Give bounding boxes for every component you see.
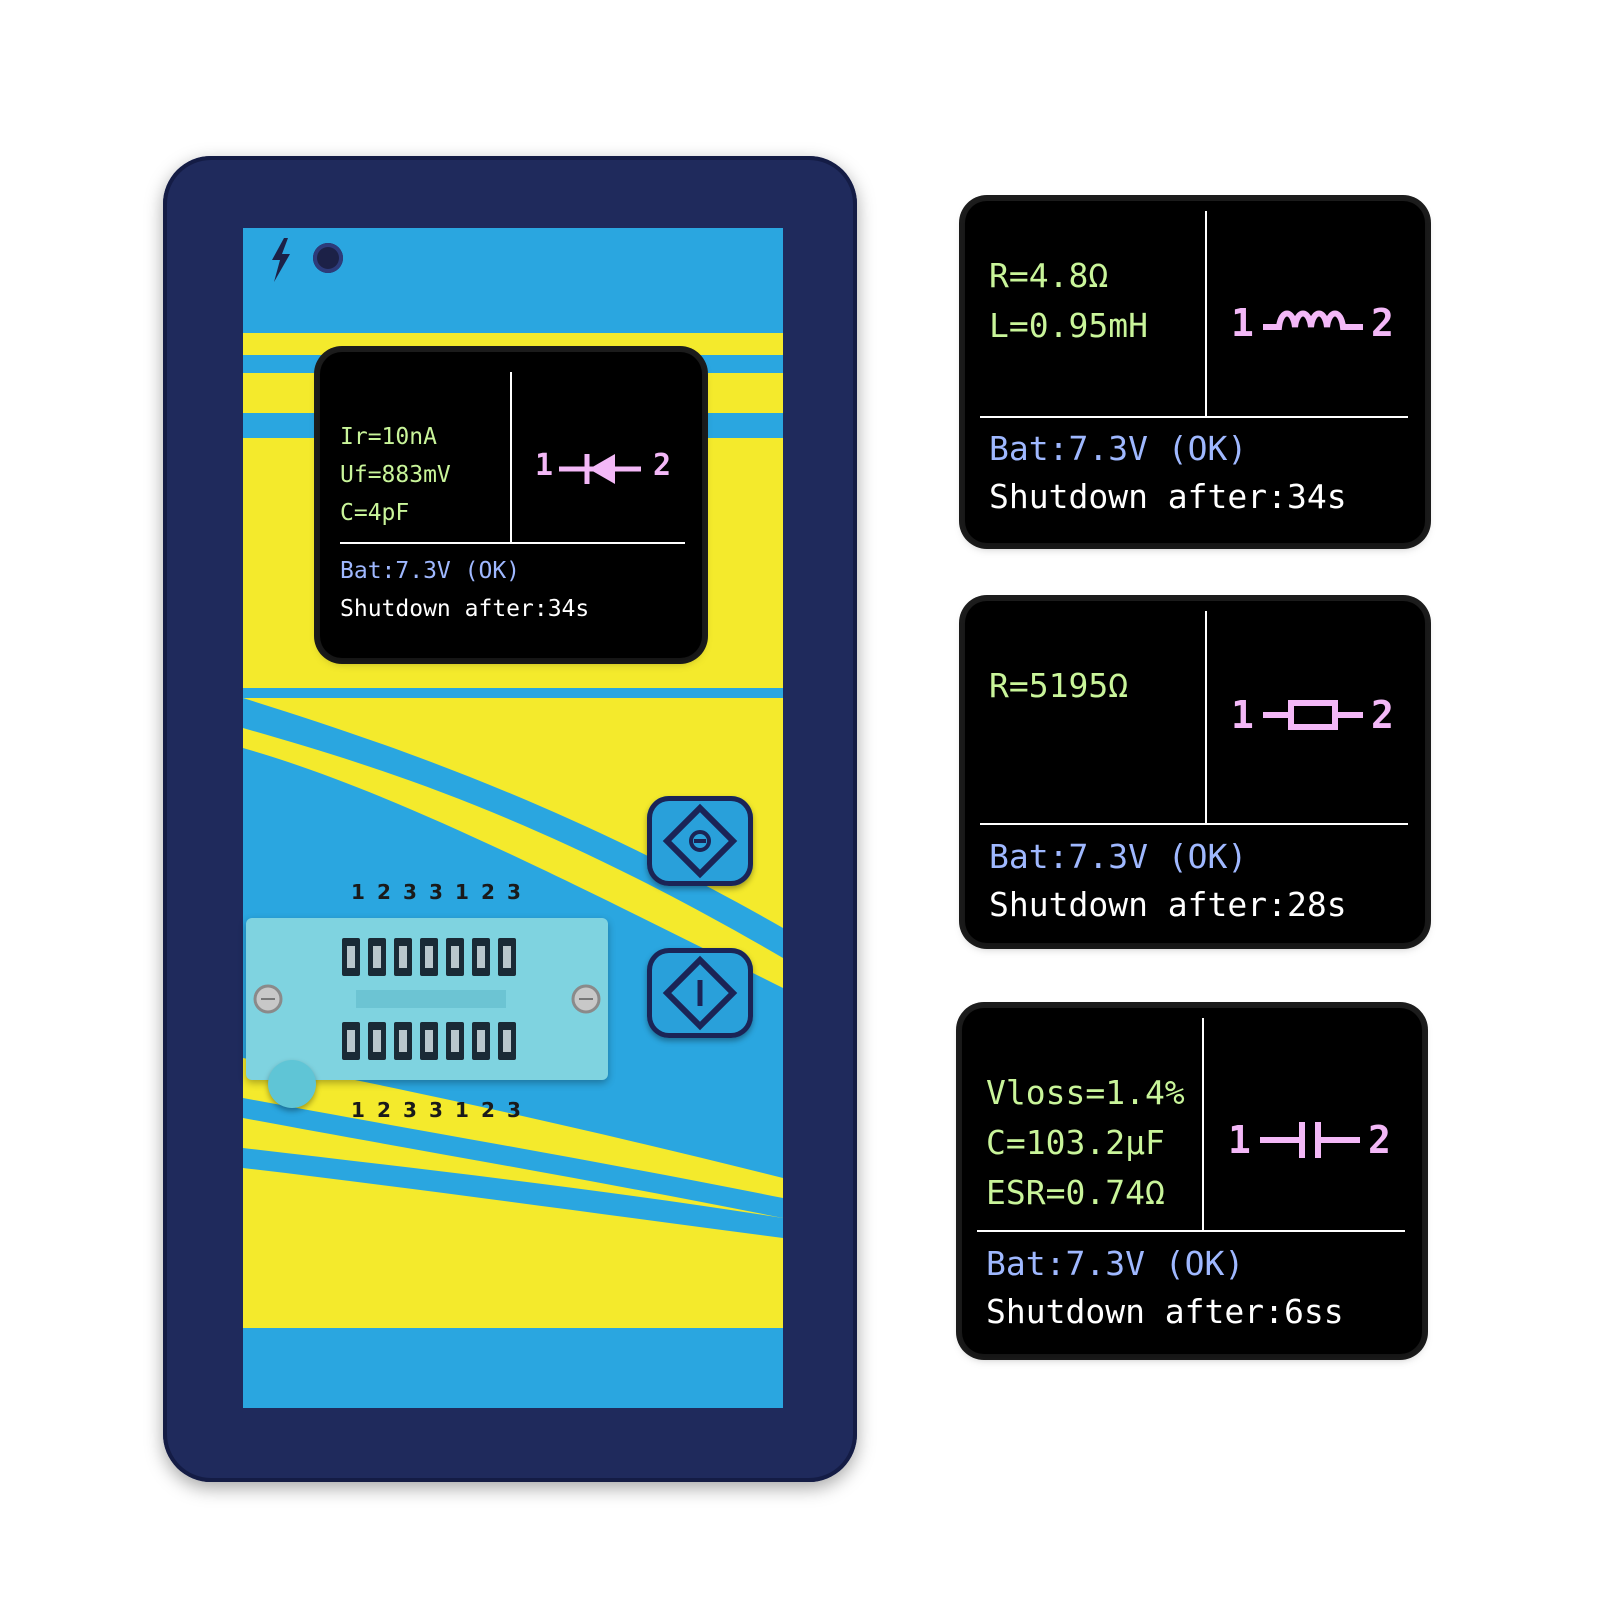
shutdown-timer: Shutdown after:28s <box>989 885 1347 924</box>
shutdown-timer: Shutdown after:6ss <box>986 1292 1344 1331</box>
value-line: Ir=10nA <box>340 424 437 450</box>
pin-number: 3 <box>429 1098 443 1122</box>
value-line: R=5195Ω <box>989 666 1129 705</box>
pin-number: 2 <box>481 1098 495 1122</box>
pin-number: 2 <box>481 880 495 904</box>
pin-number: 3 <box>507 1098 521 1122</box>
capacitor-screen: Vloss=1.4% C=103.2µF ESR=0.74Ω 1 2 Bat:7… <box>962 1008 1422 1354</box>
battery-status: Bat:7.3V (OK) <box>340 558 521 584</box>
battery-status: Bat:7.3V (OK) <box>989 837 1248 876</box>
power-button[interactable] <box>647 948 753 1038</box>
diamond-power-icon <box>662 955 738 1031</box>
value-line: C=103.2µF <box>986 1123 1165 1162</box>
battery-status: Bat:7.3V (OK) <box>989 429 1248 468</box>
inductor-icon <box>1263 310 1363 330</box>
pin-label-left: 1 <box>535 448 554 483</box>
lightning-icon <box>272 238 290 282</box>
socket-lever-knob[interactable] <box>268 1060 316 1108</box>
diode-icon <box>559 454 641 484</box>
pin-label-left: 1 <box>1231 301 1254 345</box>
component-symbol: 1 2 <box>535 448 685 488</box>
zif-socket[interactable] <box>246 918 608 1080</box>
component-symbol: 1 2 <box>1231 301 1401 345</box>
measurement-values: Ir=10nA Uf=883mV C=4pF <box>340 418 451 532</box>
value-line: Uf=883mV <box>340 462 451 488</box>
pin-label-right: 2 <box>1371 301 1394 345</box>
battery-status: Bat:7.3V (OK) <box>986 1244 1245 1283</box>
value-line: R=4.8Ω <box>989 256 1109 295</box>
status-led <box>313 243 343 273</box>
socket-pin-labels-bottom: 1 2 3 3 1 2 3 <box>345 1098 527 1122</box>
measurement-values: R=4.8Ω L=0.95mH <box>989 251 1148 351</box>
pin-number: 3 <box>403 1098 417 1122</box>
pin-number: 1 <box>455 1098 469 1122</box>
component-symbol: 1 2 <box>1231 693 1401 737</box>
pin-label-left: 1 <box>1231 693 1254 737</box>
pin-label-left: 1 <box>1228 1118 1251 1162</box>
pin-number: 3 <box>429 880 443 904</box>
device-screen: Ir=10nA Uf=883mV C=4pF 1 2 Bat:7.3V (OK)… <box>320 352 702 658</box>
capacitor-icon <box>1260 1122 1360 1158</box>
measurement-values: Vloss=1.4% C=103.2µF ESR=0.74Ω <box>986 1068 1185 1218</box>
diamond-minus-icon <box>662 803 738 879</box>
pin-number: 1 <box>455 880 469 904</box>
pin-label-right: 2 <box>653 448 672 483</box>
component-symbol: 1 2 <box>1228 1118 1398 1162</box>
pin-label-right: 2 <box>1371 693 1394 737</box>
inductor-screen: R=4.8Ω L=0.95mH 1 2 Bat:7.3V (OK) Shutdo… <box>965 201 1425 543</box>
pin-number: 2 <box>377 880 391 904</box>
pin-number: 1 <box>351 880 365 904</box>
socket-pin-labels-top: 1 2 3 3 1 2 3 <box>345 880 527 904</box>
resistor-screen: R=5195Ω 1 2 Bat:7.3V (OK) Shutdown after… <box>965 601 1425 943</box>
value-line: L=0.95mH <box>989 306 1148 345</box>
measurement-values: R=5195Ω <box>989 661 1128 711</box>
socket-contacts <box>253 938 601 1060</box>
shutdown-timer: Shutdown after:34s <box>340 596 590 622</box>
pin-number: 3 <box>507 880 521 904</box>
value-line: Vloss=1.4% <box>986 1073 1185 1112</box>
resistor-icon <box>1263 700 1363 730</box>
test-button[interactable] <box>647 796 753 886</box>
value-line: ESR=0.74Ω <box>986 1173 1165 1212</box>
shutdown-timer: Shutdown after:34s <box>989 477 1347 516</box>
value-line: C=4pF <box>340 500 410 526</box>
pin-label-right: 2 <box>1368 1118 1391 1162</box>
pin-number: 2 <box>377 1098 391 1122</box>
pin-number: 3 <box>403 880 417 904</box>
pin-number: 1 <box>351 1098 365 1122</box>
